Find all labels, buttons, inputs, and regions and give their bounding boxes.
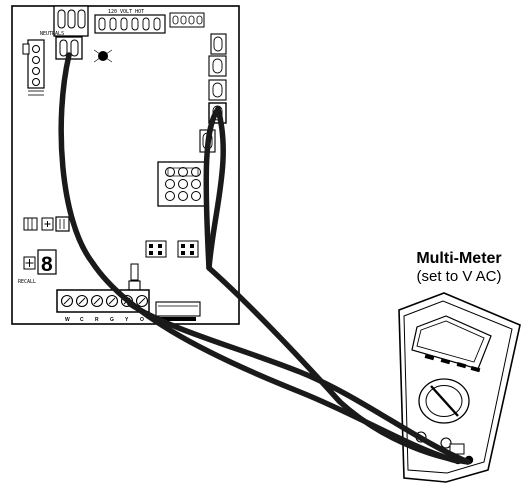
meter-rotary-dial [418,378,470,424]
test-leads [58,52,471,465]
small-component [93,49,113,63]
bottom-right-connector [155,301,201,321]
test-switch [128,263,141,292]
seven-segment-display: 8 RECALL [18,249,57,285]
neutrals-terminal-block: NEUTRALS [40,5,89,60]
left-connector [22,39,45,96]
left-side-parts [23,216,70,232]
hot-test-lead [206,106,471,465]
multi-meter [398,292,521,483]
volt-hot-label: 120 VOLT HOT [108,9,144,15]
lead-segment-bottom [127,301,471,465]
seven-segment-digit: 8 [41,253,53,276]
terminal-label-w: W [65,317,70,323]
meter-probe-jacks [415,431,474,465]
terminal-label-o: O [140,317,144,323]
recall-label: RECALL [18,279,36,285]
terminal-label-r: R [95,317,99,323]
header-pins [145,240,199,258]
lead-segment-right-strip [203,106,221,271]
meter-display [411,315,492,370]
meter-subtitle: (set to V AC) [416,268,502,285]
meter-title: Multi-Meter [416,250,502,267]
control-board: NEUTRALS 120 VOLT HOT [11,5,240,325]
connector-grid [157,161,209,207]
volt-hot-terminal-block: 120 VOLT HOT [94,9,205,34]
terminal-label-g: G [110,317,114,323]
terminal-label-y: Y [125,317,129,323]
meter-buttons [424,354,481,373]
terminal-label-c: C [80,317,84,323]
neutrals-label: NEUTRALS [40,31,64,37]
